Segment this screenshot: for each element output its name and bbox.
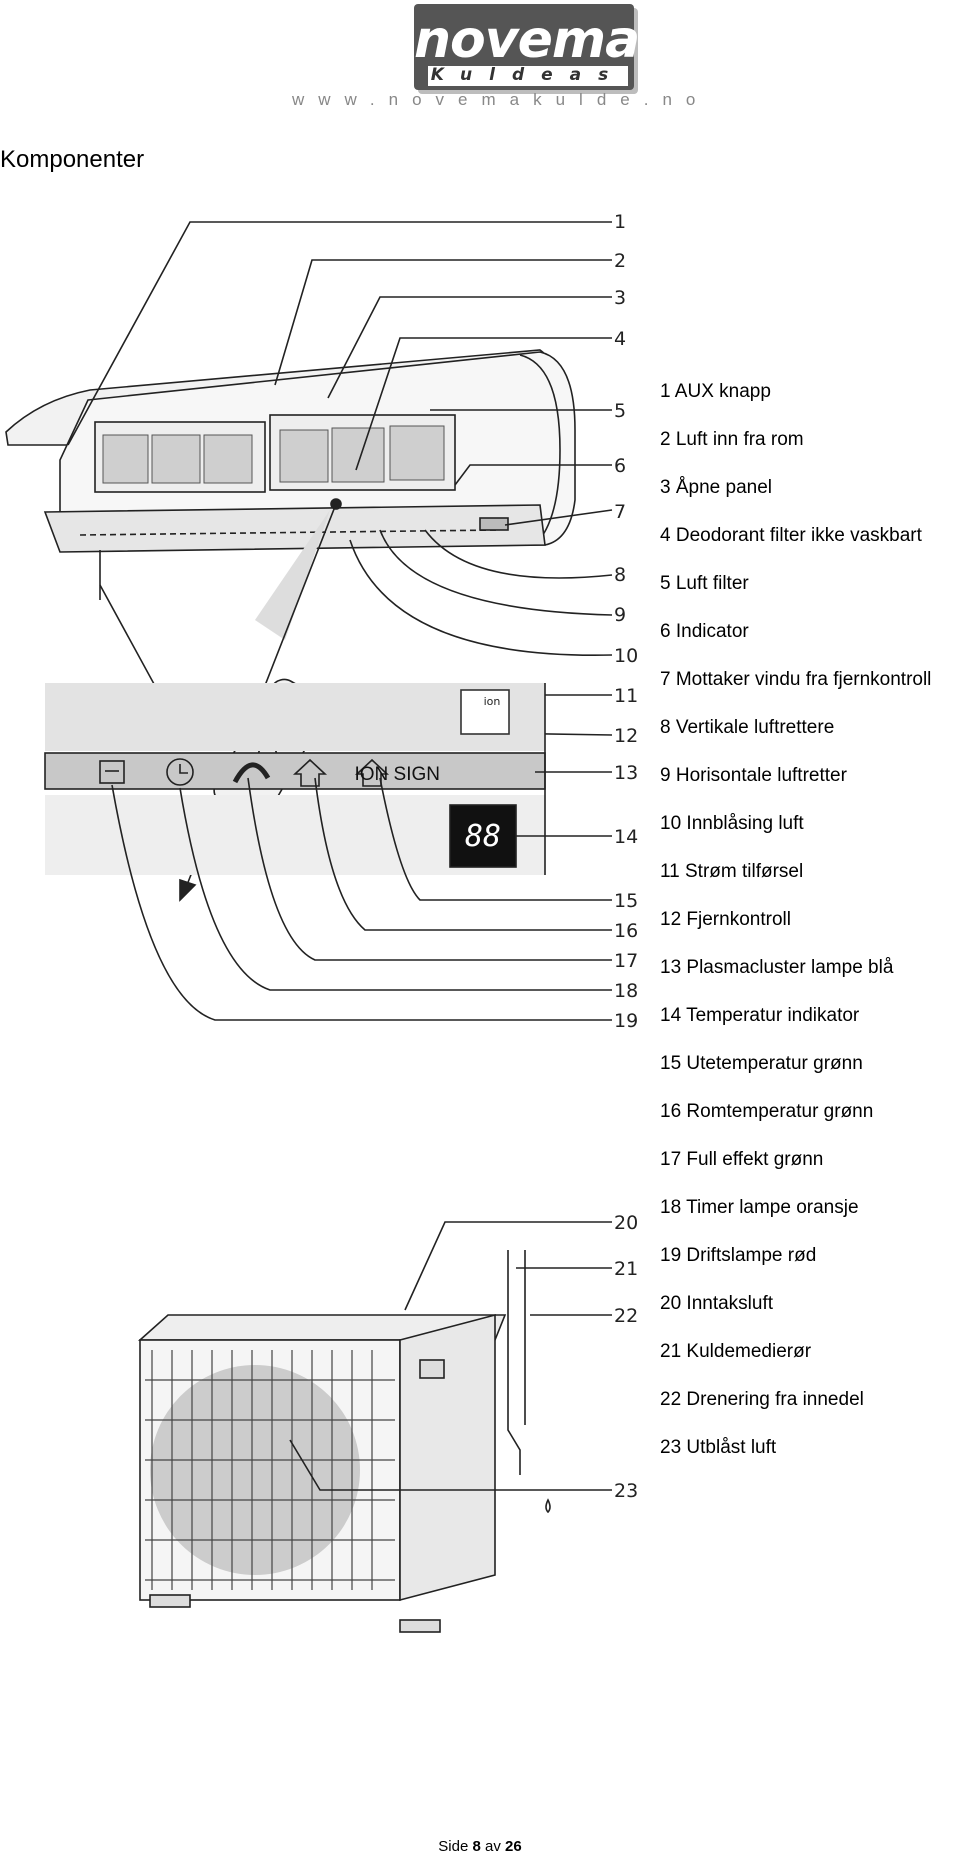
- callout-11: 11: [614, 685, 638, 707]
- timer-lamp-icon: [166, 758, 194, 786]
- ion-badge: [460, 689, 510, 735]
- legend-item: 8 Vertikale luftrettere: [660, 717, 835, 738]
- ion-badge-text: ion: [484, 695, 501, 708]
- louver-bar: [43, 504, 546, 553]
- legend-item: 23 Utblåst luft: [660, 1437, 777, 1458]
- legend-item: 21 Kuldemedierør: [660, 1341, 812, 1362]
- legend-item: 13 Plasmacluster lampe blå: [660, 957, 894, 978]
- total-pages: 26: [505, 1838, 522, 1855]
- feet-left: [149, 1594, 191, 1608]
- logo-wordmark: novema: [414, 10, 640, 70]
- legend-item: 6 Indicator: [660, 621, 749, 642]
- legend-item: 15 Utetemperatur grønn: [660, 1053, 863, 1074]
- temperature-display: [449, 804, 517, 868]
- callout-9: 9: [614, 604, 626, 626]
- callout-6: 6: [614, 455, 626, 477]
- company-logo: novema Kuldeas: [414, 4, 640, 100]
- legend-item: 9 Horisontale luftretter: [660, 765, 847, 786]
- callout-13: 13: [614, 762, 638, 784]
- feet-right: [399, 1619, 441, 1633]
- component-legend: 1 AUX knapp 2 Luft inn fra rom 3 Åpne pa…: [660, 380, 931, 1484]
- lamp-strip: [44, 752, 546, 790]
- indoor-unit-side: [519, 354, 561, 546]
- operation-lamp-icon: [99, 760, 125, 784]
- ion-sign-label: ION SIGN: [354, 764, 440, 785]
- page-footer: Side 8 av 26: [0, 1838, 960, 1855]
- callout-10: 10: [614, 645, 638, 667]
- callout-3: 3: [614, 287, 626, 309]
- refrigerant-pipe: [507, 1250, 521, 1475]
- legend-item: 22 Drenering fra innedel: [660, 1389, 864, 1410]
- callout-5: 5: [614, 400, 626, 422]
- callout-14: 14: [614, 826, 638, 848]
- display-digits: 88: [465, 819, 501, 854]
- callout-22: 22: [614, 1305, 638, 1327]
- callout-21: 21: [614, 1258, 638, 1280]
- legend-item: 14 Temperatur indikator: [660, 1005, 860, 1026]
- logo-subbar: [428, 66, 628, 86]
- callout-23: 23: [614, 1480, 638, 1502]
- ir-beam: [255, 510, 330, 640]
- pipe-cover: [419, 1359, 445, 1379]
- outdoor-temp-lamp-icon: [354, 758, 390, 787]
- callout-19: 19: [614, 1010, 638, 1032]
- outdoor-unit-side: [399, 1313, 496, 1602]
- callout-1: 1: [614, 211, 626, 233]
- footer-middle: av: [480, 1838, 506, 1855]
- callout-16: 16: [614, 920, 638, 942]
- components-diagram: ION SIGN 88 ion 1 2 3 4 5 6 7 8 9 10 11 …: [5, 211, 638, 1633]
- legend-item: 2 Luft inn fra rom: [660, 429, 804, 450]
- legend-item: 20 Inntaksluft: [660, 1293, 774, 1314]
- legend-item: 3 Åpne panel: [660, 477, 772, 498]
- legend-item: 4 Deodorant filter ikke vaskbart: [660, 525, 922, 546]
- legend-item: 1 AUX knapp: [660, 381, 771, 402]
- callout-17: 17: [614, 950, 638, 972]
- callout-15: 15: [614, 890, 638, 912]
- page-title: Komponenter: [0, 146, 145, 173]
- callout-2: 2: [614, 250, 626, 272]
- legend-item: 11 Strøm tilførsel: [660, 861, 804, 882]
- legend-item: 5 Luft filter: [660, 573, 749, 594]
- room-temp-lamp-icon: [292, 758, 328, 787]
- legend-item: 19 Driftslampe rød: [660, 1245, 817, 1266]
- full-power-lamp-icon: [232, 762, 271, 784]
- callout-4: 4: [614, 328, 626, 350]
- website-url: www.novemakulde.no: [292, 90, 710, 109]
- fan: [150, 1365, 360, 1575]
- callout-12: 12: [614, 725, 638, 747]
- legend-item: 10 Innblåsing luft: [660, 813, 804, 834]
- arrow-head: [179, 878, 197, 902]
- callout-7: 7: [614, 501, 626, 523]
- footer-prefix: Side: [438, 1838, 473, 1855]
- callout-8: 8: [614, 564, 626, 586]
- legend-item: 16 Romtemperatur grønn: [660, 1101, 874, 1122]
- receiver-window: [479, 517, 509, 531]
- legend-item: 7 Mottaker vindu fra fjernkontroll: [660, 669, 932, 690]
- legend-item: 12 Fjernkontroll: [660, 909, 791, 930]
- callout-18: 18: [614, 980, 638, 1002]
- legend-item: 18 Timer lampe oransje: [660, 1197, 859, 1218]
- water-drop: [545, 1498, 551, 1514]
- legend-item: 17 Full effekt grønn: [660, 1149, 824, 1170]
- logo-subtitle: Kuldeas: [430, 65, 626, 85]
- callout-20: 20: [614, 1212, 638, 1234]
- current-page: 8: [472, 1838, 481, 1855]
